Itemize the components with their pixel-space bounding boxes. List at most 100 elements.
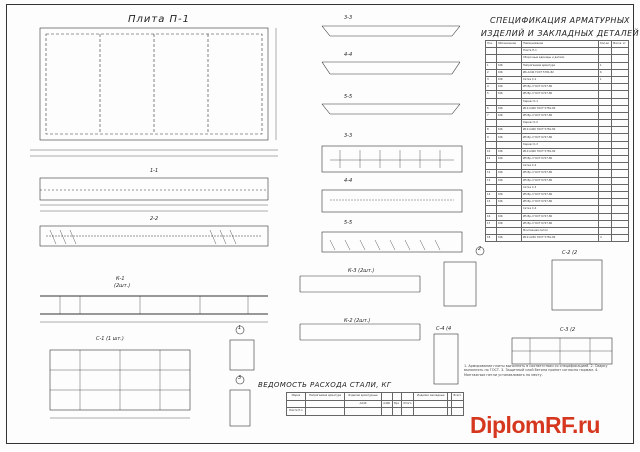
label-c1: С-1 (1 шт.) <box>96 336 124 342</box>
section-2-2 <box>39 225 269 247</box>
spec-cell <box>611 111 629 121</box>
spec-cell: 2 <box>485 68 497 77</box>
spec-cell: Сборочные единицы и детали <box>521 54 599 63</box>
label-5-5b: 5-5 <box>344 220 353 226</box>
section-3-3-rebar <box>321 145 463 173</box>
spec-cell <box>496 140 522 149</box>
spec-cell: 5 <box>485 90 497 99</box>
spec-cell <box>611 47 629 56</box>
spec-cell: Ø5 Вр-I ГОСТ 6727-80 <box>521 154 599 164</box>
statement-cell <box>286 399 306 409</box>
spec-cell <box>598 212 612 221</box>
spec-cell: Ø5 Вр-I ГОСТ 6727-80 <box>521 83 599 92</box>
spec-cell <box>496 54 522 63</box>
spec-title: СПЕЦИФИКАЦИЯ АРМАТУРНЫХ ИЗДЕЛИЙ И ЗАКЛАД… <box>480 16 640 38</box>
node-3-label: 3 <box>238 375 242 381</box>
statement-cell <box>400 392 415 401</box>
spec-cell: КЖ <box>496 219 522 228</box>
spec-cell: Ø5 Вр-I ГОСТ 6727-80 <box>521 212 599 221</box>
spec-cell: КЖ <box>496 126 522 135</box>
spec-cell <box>598 219 612 228</box>
spec-cell <box>485 162 497 171</box>
spec-cell <box>485 119 497 128</box>
label-3-3: 3-3 <box>344 15 353 21</box>
spec-cell: Обозначение <box>496 39 522 49</box>
spec-cell: 3 <box>485 75 497 85</box>
statement-cell <box>450 407 465 416</box>
spec-cell <box>611 226 629 236</box>
label-4-4b: 4-4 <box>344 178 353 184</box>
label-2-2: 2-2 <box>150 216 159 222</box>
spec-cell <box>611 198 629 207</box>
spec-cell <box>611 147 629 157</box>
spec-cell <box>598 83 612 92</box>
spec-cell <box>485 183 497 192</box>
spec-cell <box>485 140 497 149</box>
spec-cell: Ø5 Вр-I ГОСТ 6727-80 <box>521 176 599 185</box>
spec-cell: КЖ <box>496 90 522 99</box>
spec-cell: Каркас К-3 <box>521 140 599 149</box>
drawing-frame <box>6 4 634 444</box>
spec-row: Монтажная петля <box>485 226 629 236</box>
spec-cell: КЖ <box>496 234 522 243</box>
label-k3: К-3 (2шт.) <box>348 268 375 274</box>
spec-cell: 15 <box>485 198 497 207</box>
statement-cell <box>391 392 402 401</box>
label-c2: С-2 (2 <box>562 250 578 256</box>
spec-cell <box>485 97 497 106</box>
label-3-3b: 3-3 <box>344 133 353 139</box>
spec-cell <box>611 75 629 85</box>
spec-row: Каркас К-3 <box>485 140 629 149</box>
spec-cell: 13 <box>485 176 497 185</box>
spec-cell: Ø10 А400 ГОСТ 5781-82 <box>521 104 599 113</box>
spec-cell: КЖ <box>496 83 522 92</box>
statement-cell <box>304 399 346 409</box>
spec-cell <box>611 126 629 135</box>
spec-cell <box>611 90 629 99</box>
spec-cell: 12 <box>485 169 497 178</box>
spec-cell: Ø5 Вр-I ГОСТ 6727-80 <box>521 190 599 200</box>
spec-cell: Ø5 Вр-I ГОСТ 6727-80 <box>521 90 599 99</box>
spec-cell <box>611 190 629 200</box>
spec-cell <box>611 104 629 113</box>
node-2-label: 2 <box>478 246 482 252</box>
spec-cell: КЖ <box>496 212 522 221</box>
spec-cell: 18 <box>485 234 497 243</box>
spec-cell: Ø10 А400 ГОСТ 5781-82 <box>521 126 599 135</box>
section-5-5 <box>321 103 461 115</box>
spec-row: Сборочные единицы и детали <box>485 54 629 63</box>
label-k2: К-2 (2шт.) <box>344 318 371 324</box>
spec-cell <box>496 226 522 236</box>
mesh-c2 <box>551 259 603 311</box>
spec-cell: КЖ <box>496 176 522 185</box>
spec-cell <box>611 97 629 106</box>
spec-row: Сетка С-3 <box>485 183 629 192</box>
spec-cell: Каркас К-2 <box>521 119 599 128</box>
spec-cell: Кол-во <box>598 39 612 49</box>
spec-cell: 1 <box>598 61 612 70</box>
spec-cell <box>598 198 612 207</box>
spec-cell <box>611 219 629 228</box>
notes-block: 1. Армирование плиты выполнять в соответ… <box>464 364 608 377</box>
spec-cell <box>598 104 612 113</box>
statement-cell: Итого <box>400 399 415 409</box>
statement-cell: Плита П-1 <box>286 407 306 416</box>
spec-row: Плита П-1 <box>485 47 629 56</box>
spec-cell <box>611 119 629 128</box>
spec-cell: 10 <box>485 147 497 157</box>
spec-cell <box>496 119 522 128</box>
spec-cell: КЖ <box>496 169 522 178</box>
label-c4: С-4 (4 <box>436 326 452 332</box>
spec-cell <box>611 83 629 92</box>
